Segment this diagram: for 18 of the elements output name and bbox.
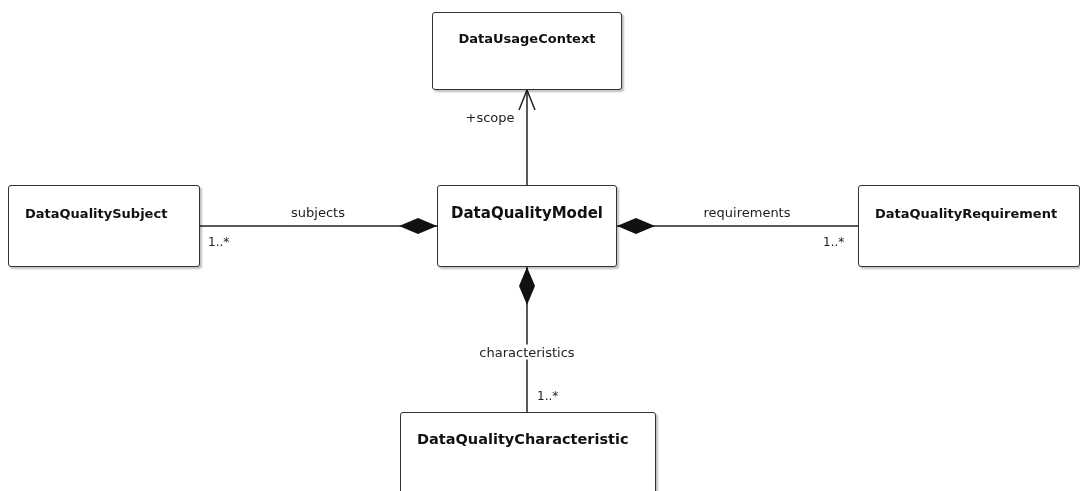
role-label: subjects bbox=[288, 204, 348, 220]
class-name: DataQualityCharacteristic bbox=[417, 431, 629, 447]
class-name: DataQualitySubject bbox=[25, 206, 168, 221]
class-box bbox=[432, 12, 622, 90]
multiplicity-label: 1..* bbox=[208, 235, 230, 249]
multiplicity-label: 1..* bbox=[823, 235, 845, 249]
multiplicity-label: 1..* bbox=[537, 389, 559, 403]
association-line bbox=[519, 266, 535, 413]
association-line bbox=[518, 89, 536, 186]
association-line bbox=[616, 218, 859, 234]
association-line bbox=[199, 218, 438, 234]
class-box bbox=[437, 185, 617, 267]
class-name: DataQualityRequirement bbox=[875, 206, 1058, 221]
class-box bbox=[400, 412, 656, 491]
class-name: DataQualityModel bbox=[451, 204, 603, 222]
class-box bbox=[8, 185, 200, 267]
class-box bbox=[858, 185, 1080, 267]
class-name: DataUsageContext bbox=[458, 31, 596, 46]
